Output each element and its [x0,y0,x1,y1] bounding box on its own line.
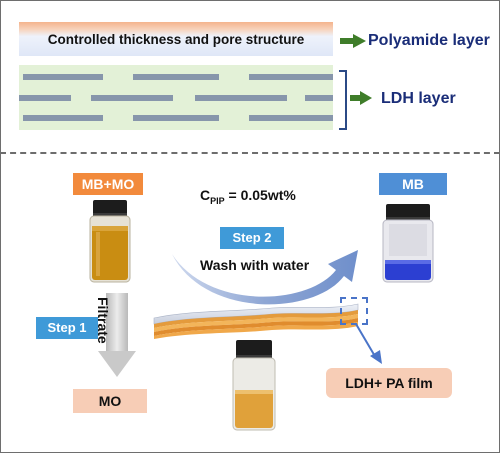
concentration-label: CPIP = 0.05wt% [200,187,296,206]
film-label: LDH+ PA film [326,368,452,398]
wash-label: Wash with water [200,257,310,273]
ldh-sheet [19,95,71,101]
ldh-sheet [305,95,333,101]
ldh-layer-label: LDH layer [381,90,456,107]
mo-tag: MO [73,389,147,413]
polyamide-description: Controlled thickness and pore structure [47,32,305,47]
ldh-sheet [23,115,103,121]
ldh-layer-band [19,65,333,130]
ldh-sheet [195,95,287,101]
ldh-sheet [23,74,103,80]
mb-vial-icon [382,204,434,283]
concentration-value: = 0.05wt% [224,187,296,203]
wash-arrow-icon [172,250,358,305]
ldh-sheet [249,74,333,80]
filtrate-vial-icon [232,340,276,431]
ldh-bracket [339,70,347,130]
polyamide-arrow-icon [340,34,366,48]
polyamide-layer-band [19,22,333,56]
mixture-tag: MB+MO [73,173,143,195]
ldh-sheet [91,95,173,101]
zoom-box [340,297,368,325]
section-divider [0,152,500,154]
zoom-arrow-icon [355,324,382,364]
film-stack-icon [153,303,359,339]
step2-badge: Step 2 [220,227,284,249]
filtrate-arrow-icon [98,293,136,377]
mb-tag: MB [379,173,447,195]
concentration-subscript: PIP [210,195,225,206]
ldh-arrow-icon [350,91,372,105]
concentration-symbol: C [200,187,211,203]
polyamide-layer-label: Polyamide layer [368,32,490,49]
ldh-sheet [133,115,219,121]
ldh-sheet [133,74,219,80]
step1-badge: Step 1 [36,317,98,339]
ldh-sheet [249,115,333,121]
mixture-vial-icon [89,200,131,283]
